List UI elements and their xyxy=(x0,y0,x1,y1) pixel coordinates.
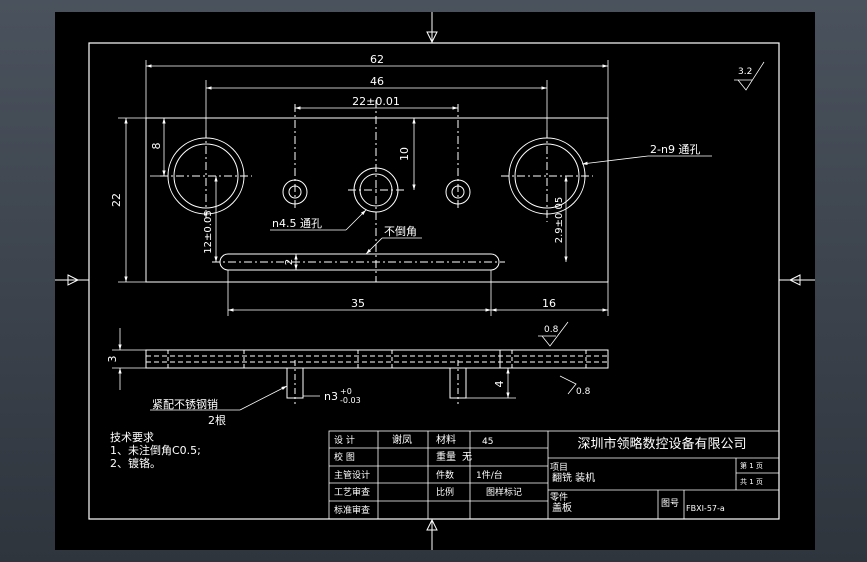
tb-weight: 无 xyxy=(462,452,472,463)
tb-drawing-no: FBXI-57-a xyxy=(686,504,725,513)
side-view xyxy=(145,349,609,404)
centering-marks xyxy=(55,12,815,550)
tb-total: 共 1 页 xyxy=(740,477,763,486)
dim-22-tol: 22±0.01 xyxy=(352,95,400,108)
tb-part-label: 零件 xyxy=(550,491,568,503)
dim-10: 10 xyxy=(398,147,411,161)
callout-no-chamfer: 不倒角 xyxy=(384,225,417,238)
tb-part-no-label: 件数 xyxy=(436,469,454,481)
dim-62: 62 xyxy=(370,53,384,66)
tb-company: 深圳市领略数控设备有限公司 xyxy=(577,436,746,452)
callout-big-holes: 2-n9 通孔 xyxy=(650,143,700,156)
leader-big-holes xyxy=(581,155,649,165)
tb-lead-design: 主管设计 xyxy=(334,469,370,481)
tb-sample-mark: 图样标记 xyxy=(486,486,522,498)
callout-mid-hole: n4.5 通孔 xyxy=(272,217,322,230)
tb-designer: 谢凤 xyxy=(392,433,412,446)
dim-2: 2 xyxy=(284,259,295,265)
leader-no-chamfer xyxy=(365,237,383,255)
dim-35: 35 xyxy=(351,297,365,310)
tb-standard: 标准审查 xyxy=(334,504,370,516)
finish-top: 0.8 xyxy=(544,325,559,335)
tb-check: 校 图 xyxy=(334,451,355,463)
leader-pin xyxy=(239,385,288,411)
tb-part: 盖板 xyxy=(552,501,572,514)
finish-symbol-general xyxy=(737,61,765,91)
drawing-canvas: 62 46 22±0.01 22 8 10 12±0.05 2 2.9±0.05… xyxy=(55,12,815,550)
big-hole-left xyxy=(160,130,252,222)
notes-line-2: 2、镀铬。 xyxy=(110,456,161,470)
tb-design: 设 计 xyxy=(334,434,355,446)
dim-8: 8 xyxy=(150,143,163,150)
slot xyxy=(212,253,505,271)
dim-22-height: 22 xyxy=(110,193,123,207)
dim-12-tol: 12±0.05 xyxy=(203,210,214,253)
notes-line-1: 1、未注倒角C0.5; xyxy=(110,443,201,457)
notes-title: 技术要求 xyxy=(110,431,154,444)
dim-4: 4 xyxy=(493,381,506,388)
callout-pin-note: 紧配不锈钢销 xyxy=(152,397,218,411)
pin-hole-right xyxy=(445,104,471,210)
finish-symbol-side xyxy=(559,375,577,395)
callout-pin-qty: 2根 xyxy=(208,413,226,427)
callout-pin-tol-upper: +0 xyxy=(340,387,352,396)
pin-hole-left xyxy=(282,104,308,210)
callout-pin-fit: n3 xyxy=(324,390,338,403)
dim-3: 3 xyxy=(106,356,119,363)
tb-material: 45 xyxy=(482,437,493,447)
callout-pin-tol-lower: -0.03 xyxy=(340,396,361,405)
tb-material-label: 材料 xyxy=(436,433,456,446)
tb-part-no-value: 1件/台 xyxy=(476,469,503,481)
plate-outline xyxy=(145,117,609,283)
dim-16: 16 xyxy=(542,297,556,310)
finish-side: 0.8 xyxy=(576,387,591,397)
tb-project: 翻铣 装机 xyxy=(552,471,595,484)
dim-46: 46 xyxy=(370,75,384,88)
tb-project-label: 项目 xyxy=(550,462,568,473)
tb-scale-label: 比例 xyxy=(436,486,454,498)
tb-weight-label: 重量 xyxy=(436,450,456,463)
tb-sheet: 第 1 页 xyxy=(740,461,763,470)
finish-general: 3.2 xyxy=(738,67,752,77)
tb-process: 工艺审查 xyxy=(334,486,370,498)
leader-mid-hole xyxy=(345,209,367,231)
title-block-grid xyxy=(328,430,780,520)
dim-2-9-tol: 2.9±0.05 xyxy=(554,197,565,244)
drawing-sheet: 62 46 22±0.01 22 8 10 12±0.05 2 2.9±0.05… xyxy=(55,12,815,550)
tb-drawing-no-label: 图号 xyxy=(661,498,679,509)
center-hole xyxy=(348,100,404,282)
big-hole-right xyxy=(501,130,593,222)
finish-symbol-top xyxy=(541,321,569,347)
